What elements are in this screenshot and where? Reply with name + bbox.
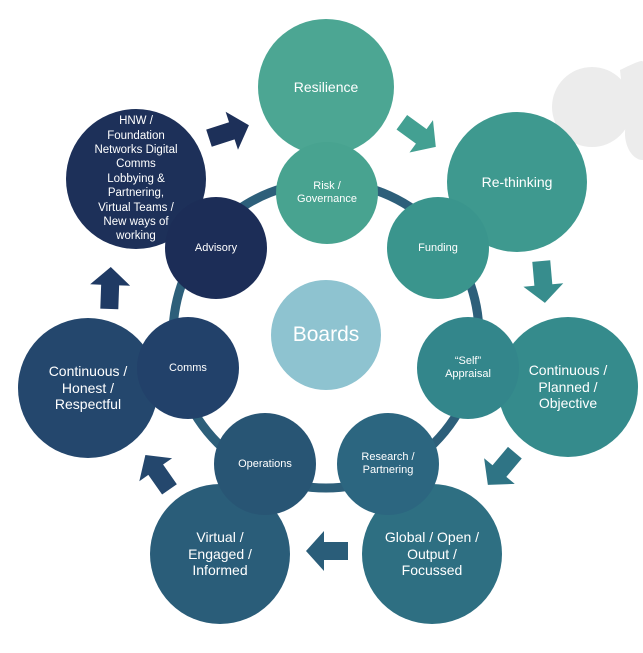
outer-node-hnw-foundation <box>66 109 206 249</box>
inner-node-comms <box>137 317 239 419</box>
outer-node-continuous-honest <box>18 318 158 458</box>
inner-node-risk-governance <box>276 142 378 244</box>
inner-node-operations <box>214 413 316 515</box>
outer-node-virtual-engaged <box>150 484 290 624</box>
inner-node-self-appraisal <box>417 317 519 419</box>
inner-node-funding <box>387 197 489 299</box>
outer-node-re-thinking <box>447 112 587 252</box>
flow-arrow-icon <box>523 260 564 303</box>
inner-node-advisory <box>165 197 267 299</box>
flow-arrow-icon <box>90 267 131 310</box>
flow-arrow-icon <box>206 111 249 150</box>
flow-arrow-icon <box>396 114 436 153</box>
flow-arrow-icon <box>139 454 177 495</box>
outer-node-global-open <box>362 484 502 624</box>
outer-node-continuous-planned <box>498 317 638 457</box>
inner-node-research-partnering <box>337 413 439 515</box>
decorative-blob <box>552 60 643 161</box>
center-node <box>271 280 381 390</box>
flow-arrow-icon <box>484 446 522 485</box>
outer-node-resilience <box>258 19 394 155</box>
flow-arrow-icon <box>306 531 348 571</box>
